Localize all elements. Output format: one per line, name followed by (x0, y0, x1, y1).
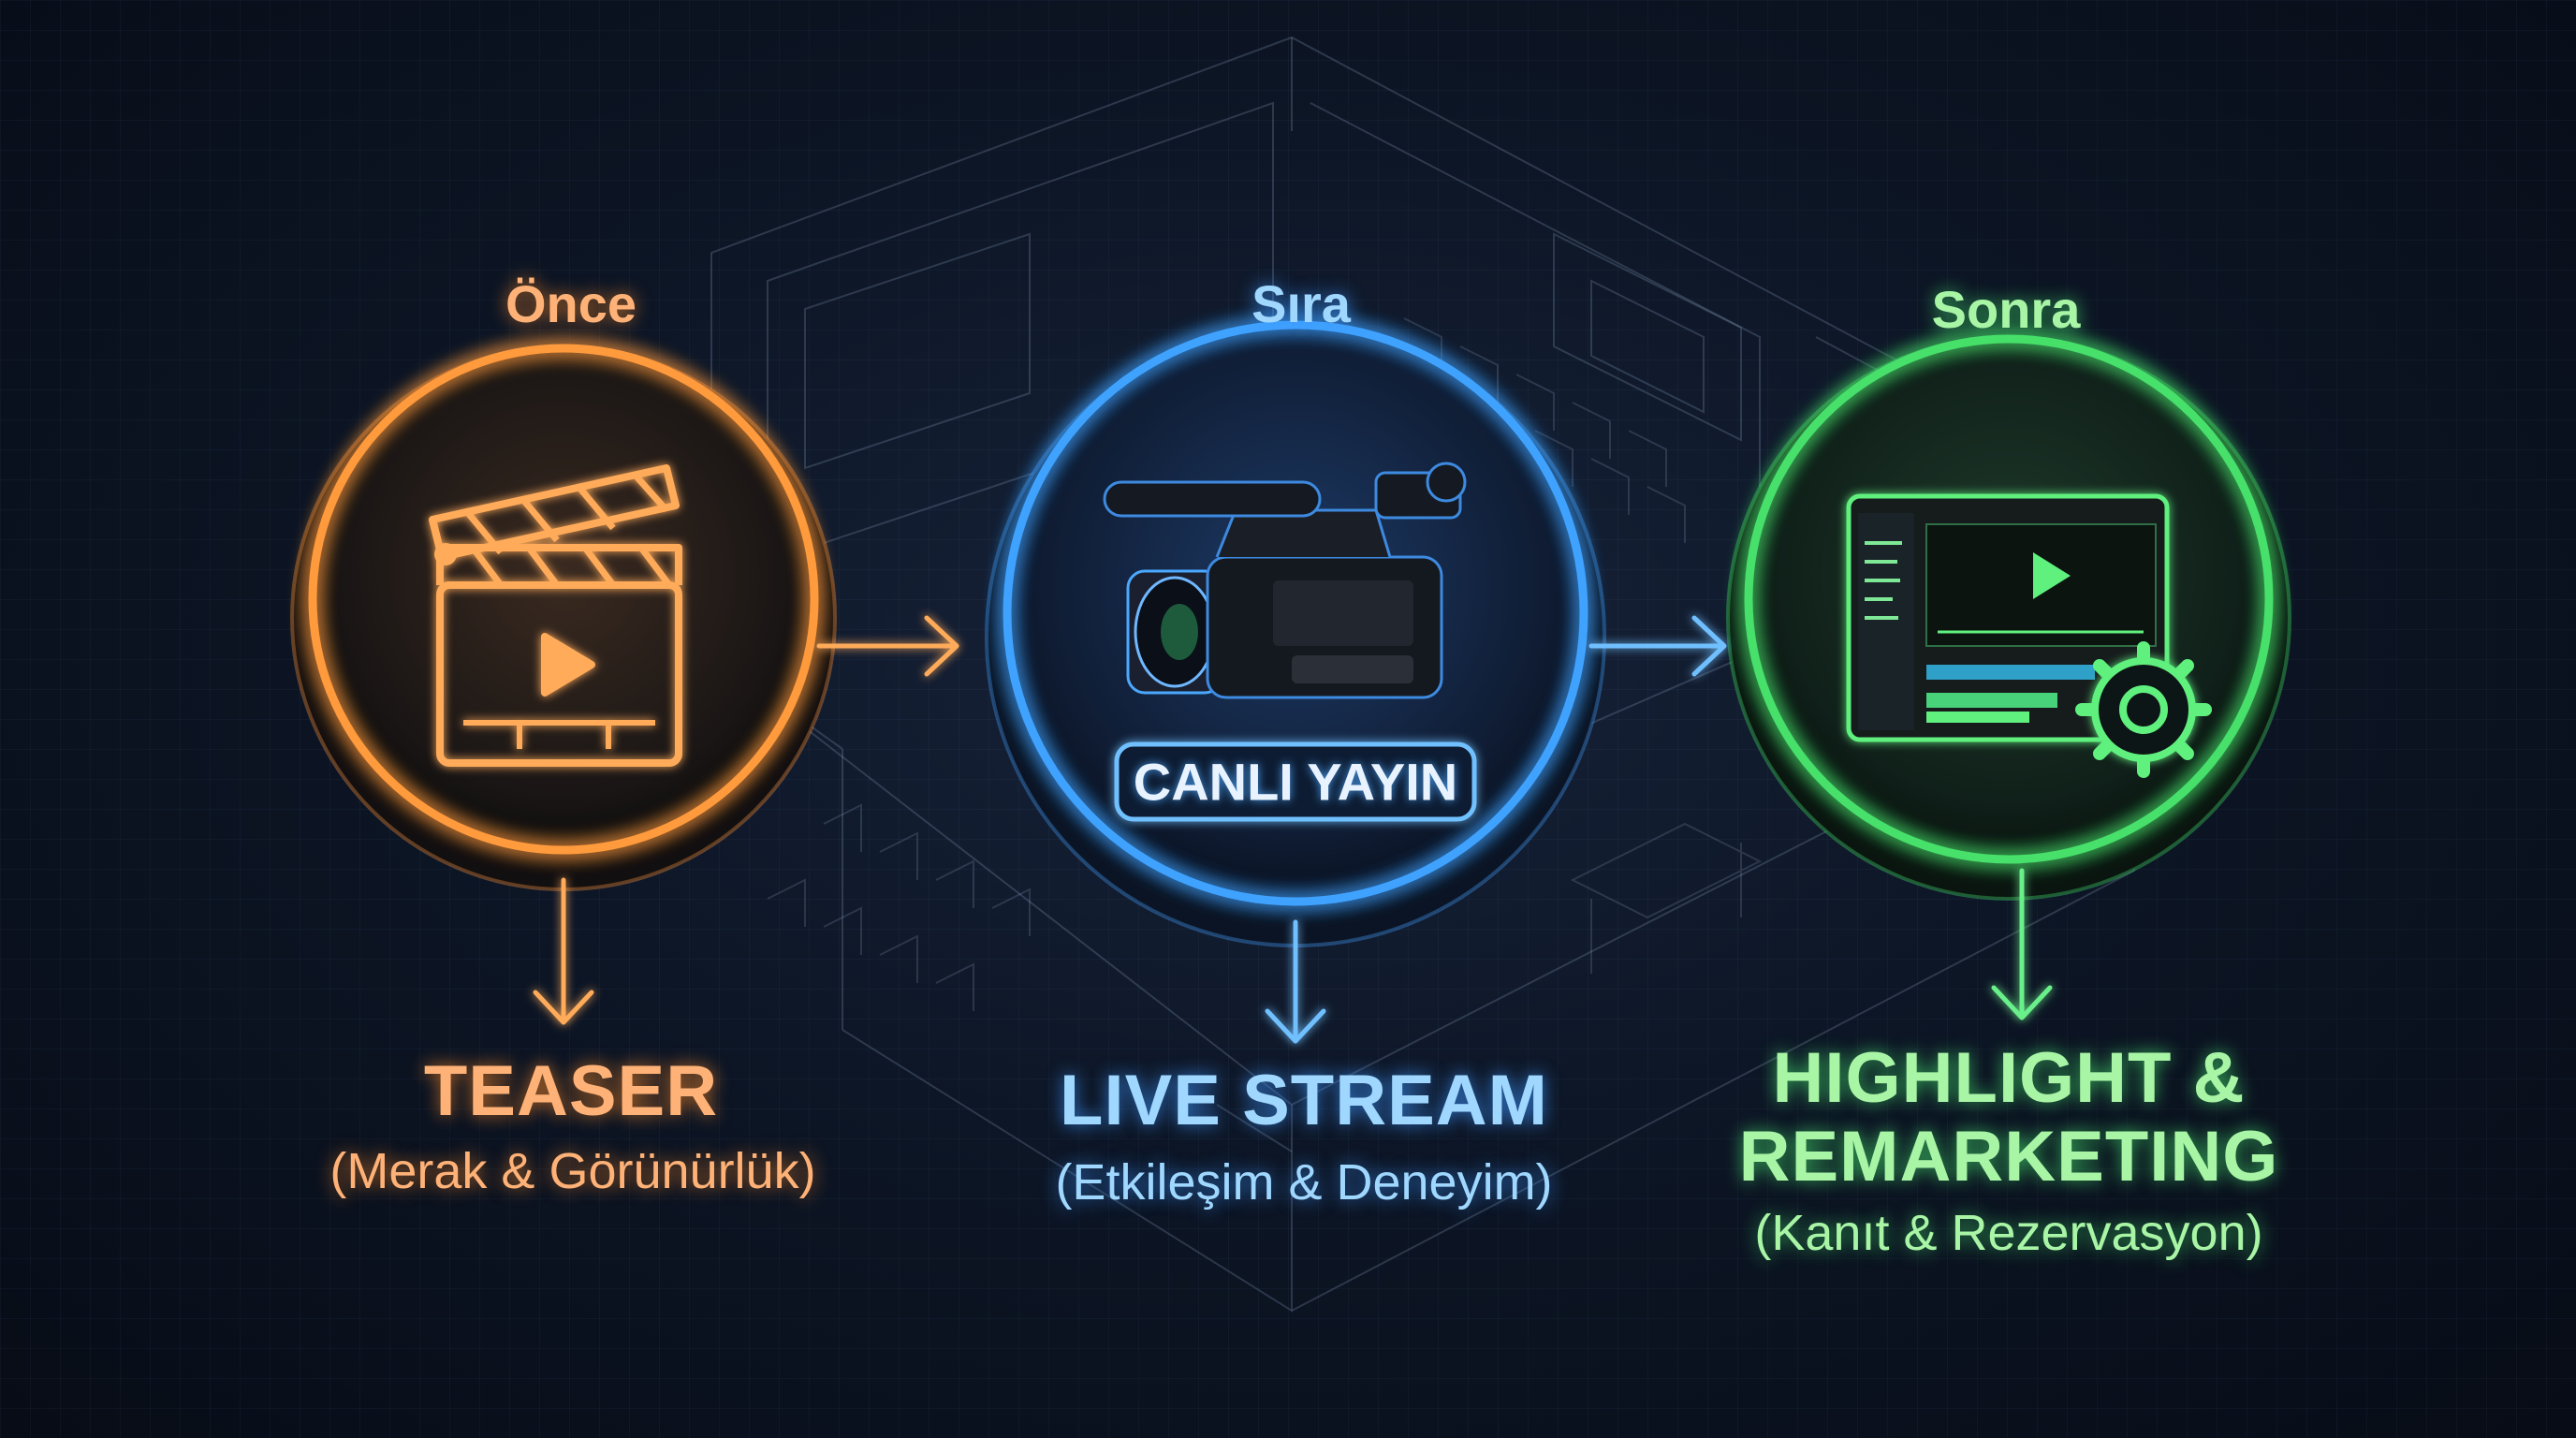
video-editor-gear-icon (1846, 493, 2212, 778)
connector-arrows (533, 615, 2053, 1044)
highlight-subtitle: (Kanıt & Rezervasyon) (1754, 1205, 2263, 1261)
clapperboard-icon (429, 464, 682, 767)
arrow-teaser-down (533, 877, 594, 1025)
stage-label-before: Önce (505, 274, 637, 333)
arrow-highlight-down (1991, 868, 2053, 1020)
canli-yayin-label: CANLI YAYIN (1133, 752, 1458, 812)
highlight-title-line1: HIGHLIGHT & (1772, 1038, 2246, 1118)
arrow-teaser-to-live (816, 615, 959, 677)
teaser-node (290, 344, 837, 891)
arrow-live-down (1265, 919, 1326, 1044)
stage-label-after: Sonra (1931, 280, 2081, 339)
stage-label-during: Sıra (1251, 274, 1351, 333)
teaser-subtitle: (Merak & Görünürlük) (329, 1143, 816, 1199)
live-stream-title: LIVE STREAM (1060, 1061, 1548, 1140)
arrow-live-to-highlight (1588, 615, 1727, 677)
room-chairs (767, 317, 1763, 1011)
highlight-title-line2: REMARKETING (1738, 1117, 2279, 1196)
teaser-title: TEASER (423, 1051, 719, 1131)
video-camera-icon (1103, 462, 1467, 699)
live-stream-subtitle: (Etkileşim & Deneyim) (1055, 1154, 1553, 1211)
canli-yayin-badge (1114, 741, 1477, 822)
